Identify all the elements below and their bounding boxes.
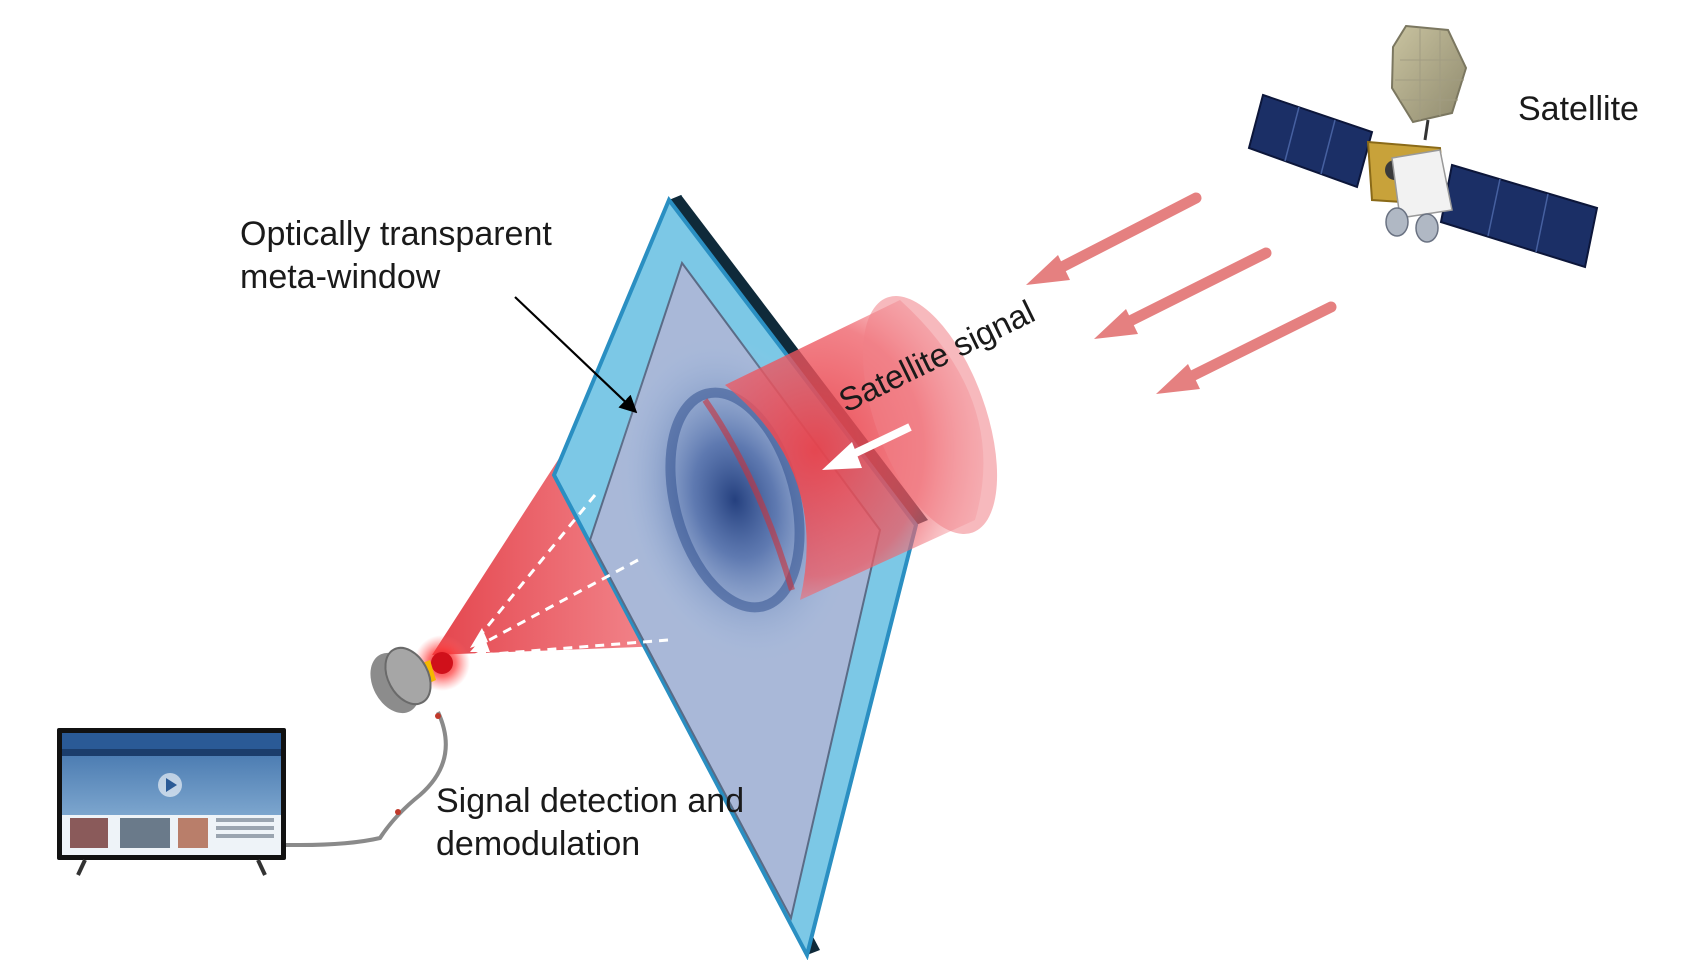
- detection-label-line1: Signal detection and: [436, 782, 744, 820]
- meta-window-pointer: [514, 296, 638, 414]
- meta-window-label-line1: Optically transparent: [240, 215, 552, 253]
- cable: [285, 711, 448, 847]
- incident-arrow: [822, 423, 912, 470]
- monitor-icon: [57, 728, 286, 876]
- detection-label-line2: demodulation: [436, 825, 640, 863]
- meta-window-label-line2: meta-window: [240, 258, 441, 296]
- meta-window-label: Optically transparent meta-window: [240, 215, 552, 296]
- receiver-horn-icon: [370, 635, 470, 714]
- satellite-signal-arrows: [1026, 192, 1337, 394]
- satellite-icon: [1247, 24, 1599, 269]
- focused-rays: [476, 494, 669, 657]
- satellite-label: Satellite: [1518, 90, 1639, 128]
- detection-label: Signal detection and demodulation: [436, 782, 744, 863]
- focused-ray-heads: [470, 628, 490, 662]
